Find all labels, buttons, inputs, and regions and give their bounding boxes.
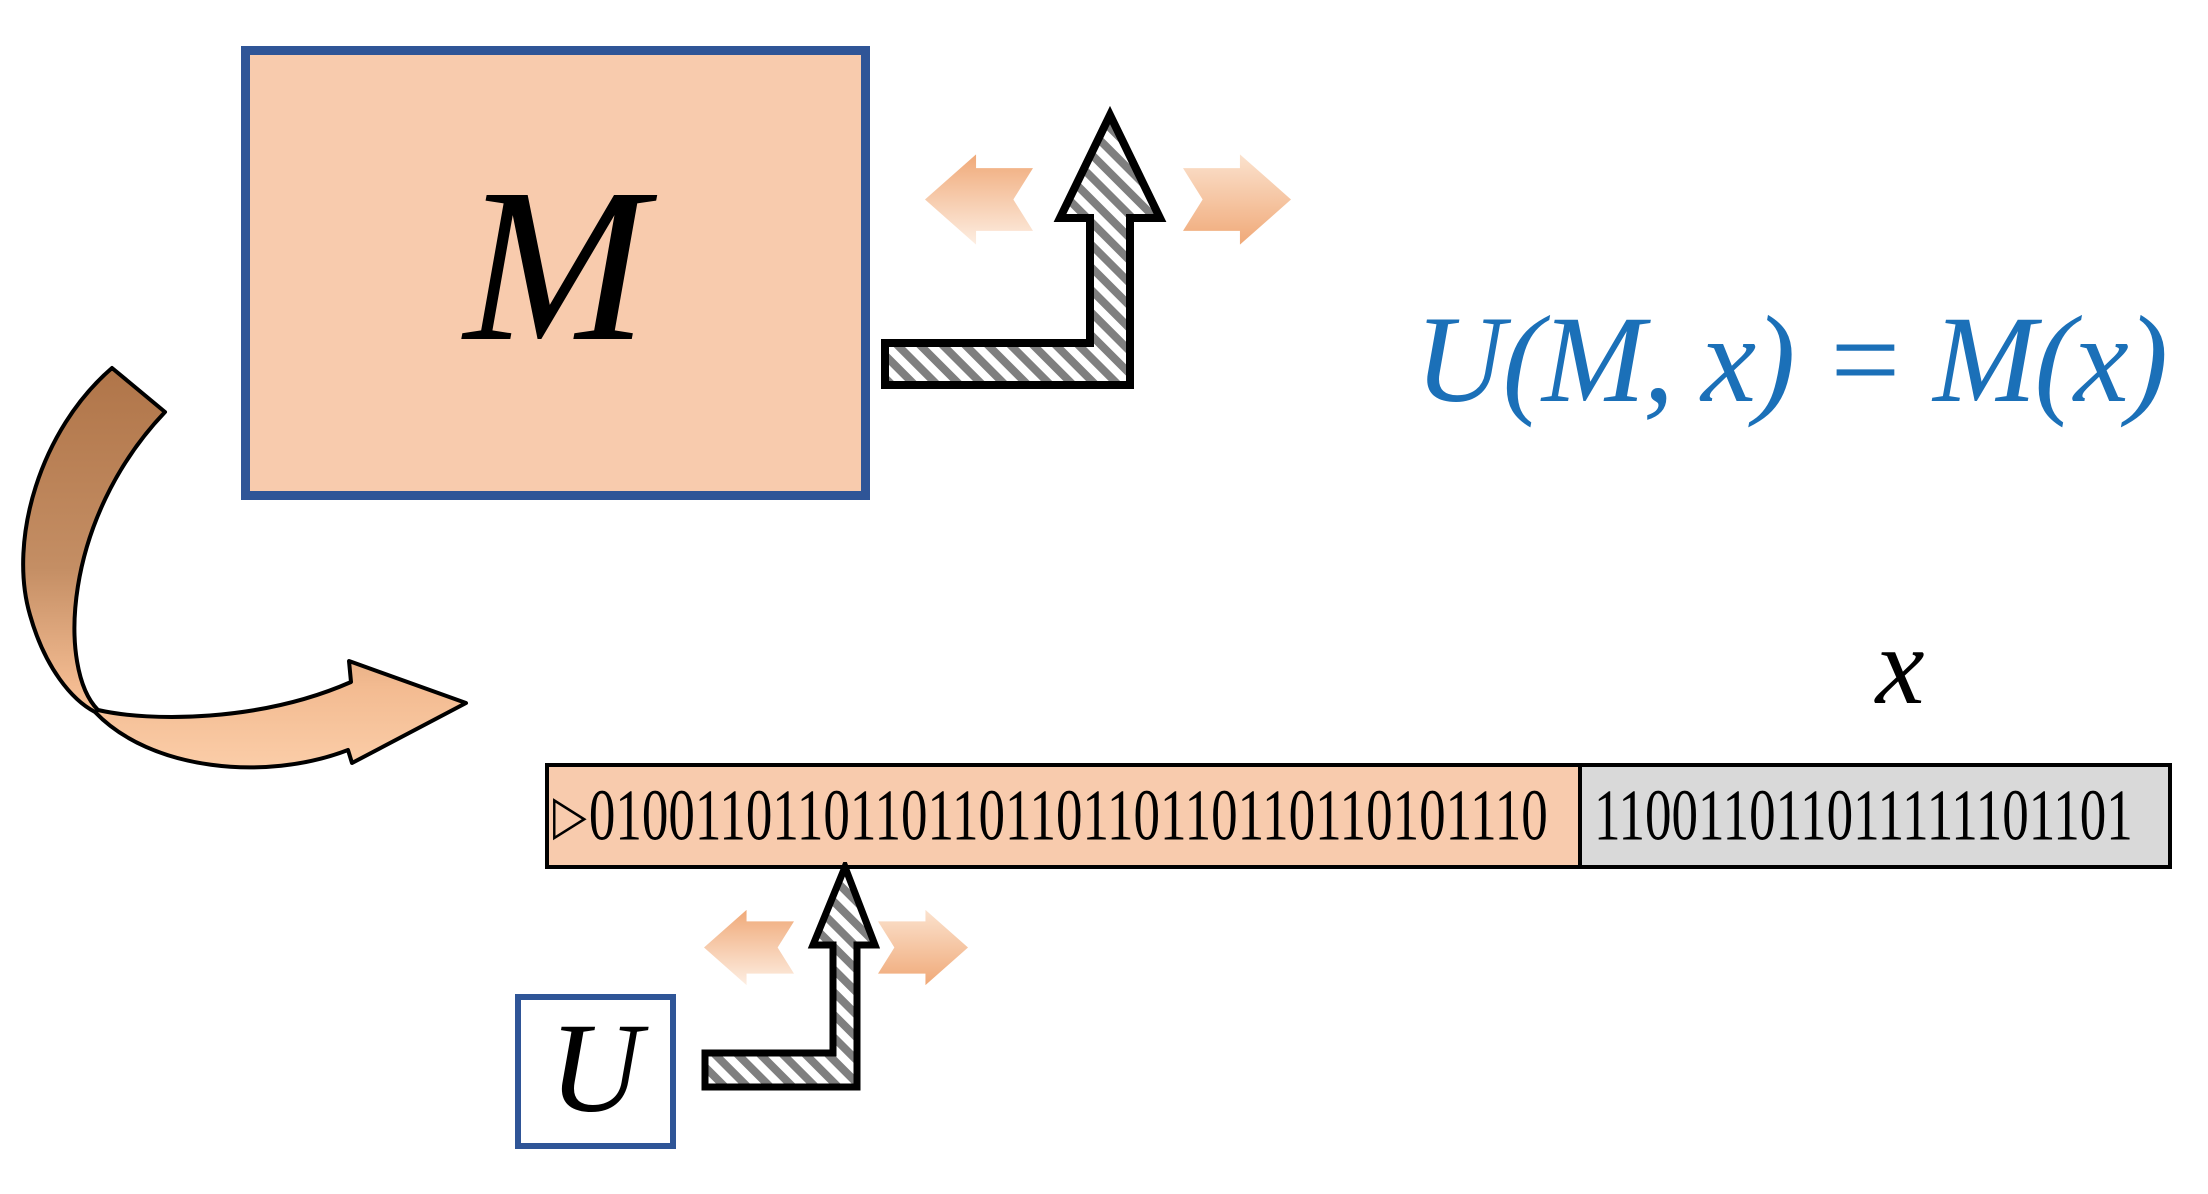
faded-left-block-arrow-icon bbox=[704, 909, 794, 986]
machine-m-label: M bbox=[463, 143, 648, 387]
tape-input-bits: 110011011011111101101 bbox=[1594, 775, 2133, 856]
tape-program-segment: ▷ 0100110110110110110110110110110101110 bbox=[549, 767, 1578, 865]
tape: ▷ 0100110110110110110110110110110101110 … bbox=[545, 763, 2172, 869]
universal-machine-u-label: U bbox=[549, 996, 642, 1139]
faded-left-block-arrow-icon bbox=[925, 154, 1033, 245]
tape-input-segment: 110011011011111101101 bbox=[1578, 767, 2168, 865]
hatched-bent-up-arrow-icon bbox=[881, 105, 1167, 389]
tape-program-bits: 0100110110110110110110110110110101110 bbox=[588, 775, 1548, 856]
input-x-label: x bbox=[1875, 605, 1925, 727]
universal-machine-u-box: U bbox=[515, 994, 676, 1149]
faded-right-block-arrow-icon bbox=[878, 909, 968, 986]
curved-swoosh-arrow-icon bbox=[21, 366, 468, 770]
hatched-bent-up-arrow-icon bbox=[701, 862, 880, 1091]
tape-start-marker-icon: ▷ bbox=[553, 783, 587, 848]
machine-m-box: M bbox=[241, 46, 870, 500]
faded-right-block-arrow-icon bbox=[1183, 154, 1291, 245]
equation-text: U(M, x) = M(x) bbox=[1415, 291, 2168, 428]
